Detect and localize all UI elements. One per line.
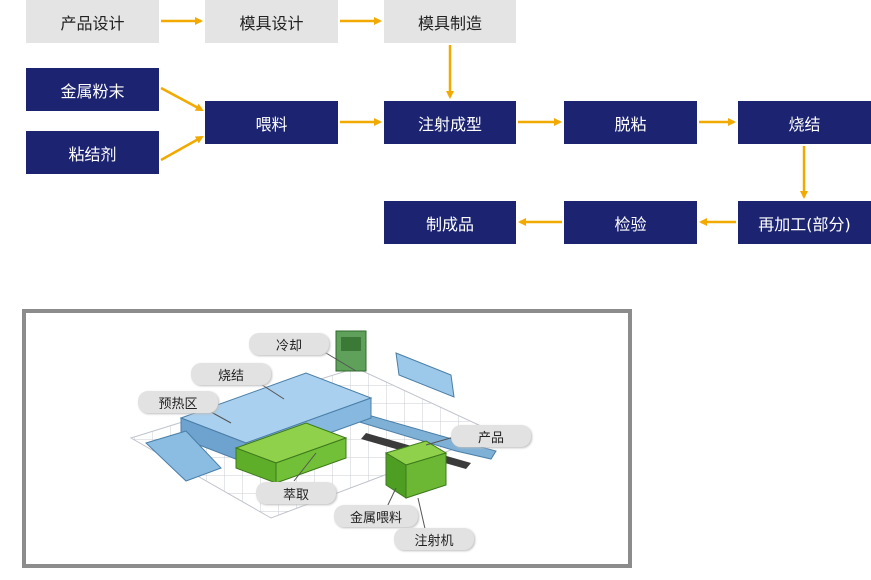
- furnace-right: [395, 352, 455, 398]
- callout-extraction: 萃取: [256, 482, 336, 504]
- step-label: 模具设计: [239, 13, 304, 33]
- step-label: 注射成型: [417, 114, 482, 134]
- arrow-powder-to-feedstock: [160, 86, 204, 112]
- step-label: 模具制造: [417, 13, 482, 33]
- plant-illustration-frame: 冷却 烧结 预热区 产品 萃取 金属喂料 注射机: [22, 309, 632, 568]
- step-label: 制成品: [425, 214, 474, 234]
- step-mold-design: 模具设计: [205, 0, 338, 43]
- step-injection-molding: 注射成型: [384, 101, 516, 144]
- callout-injection-machine: 注射机: [394, 528, 474, 550]
- step-inspection: 检验: [564, 201, 697, 244]
- callout-label: 预热区: [158, 396, 198, 412]
- step-label: 粘结剂: [68, 144, 117, 164]
- left-conveyor: [145, 430, 222, 482]
- step-metal-powder: 金属粉末: [26, 68, 159, 111]
- step-finished-product: 制成品: [384, 201, 516, 244]
- step-binder: 粘结剂: [26, 131, 159, 174]
- callout-label: 产品: [477, 430, 504, 446]
- step-label: 烧结: [788, 114, 821, 134]
- callout-preheat-zone: 预热区: [138, 391, 218, 413]
- step-label: 脱粘: [614, 114, 647, 134]
- arrow-binder-to-feedstock: [160, 135, 204, 162]
- flow-arrows: [160, 17, 808, 226]
- callout-label: 注射机: [414, 533, 454, 549]
- step-label: 产品设计: [60, 13, 125, 33]
- callout-label: 萃取: [282, 487, 309, 503]
- step-sintering: 烧结: [738, 101, 871, 144]
- step-reprocessing: 再加工(部分): [738, 201, 871, 244]
- callout-metal-feedstock: 金属喂料: [334, 505, 418, 527]
- plant-illustration: [129, 330, 498, 534]
- step-label: 喂料: [255, 114, 288, 134]
- step-label: 金属粉末: [60, 81, 125, 101]
- step-label: 再加工(部分): [758, 214, 851, 234]
- callout-label: 冷却: [275, 338, 302, 354]
- step-debinding: 脱粘: [564, 101, 697, 144]
- callout-label: 金属喂料: [349, 510, 402, 526]
- callout-product: 产品: [451, 425, 531, 447]
- step-mold-making: 模具制造: [384, 0, 516, 43]
- callout-label: 烧结: [217, 368, 244, 384]
- step-label: 检验: [614, 214, 647, 234]
- step-product-design: 产品设计: [26, 0, 159, 43]
- step-feedstock: 喂料: [205, 101, 338, 144]
- callout-sintering: 烧结: [191, 363, 271, 385]
- callout-cooling: 冷却: [249, 333, 329, 355]
